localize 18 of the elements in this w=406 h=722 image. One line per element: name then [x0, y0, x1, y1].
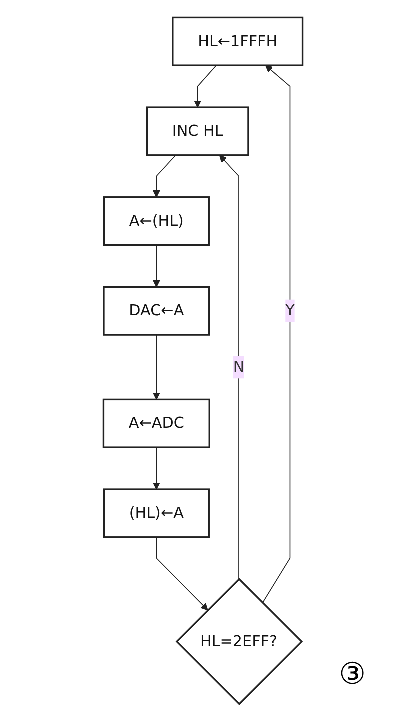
- node-box: (HL)←A: [103, 488, 210, 538]
- edge-label: Y: [285, 302, 295, 320]
- node-box: A←(HL): [103, 196, 210, 246]
- arrow: [156, 537, 208, 611]
- arrow: [219, 155, 240, 580]
- edge-label: N: [233, 358, 244, 376]
- node-diamond: HL=2EFF?: [176, 578, 303, 706]
- node-box: DAC←A: [102, 286, 210, 336]
- arrow: [152, 334, 160, 400]
- figure-number: ③: [339, 657, 366, 692]
- arrow: [152, 155, 176, 198]
- node-box: A←ADC: [102, 398, 210, 448]
- node-box: INC HL: [146, 106, 250, 156]
- arrow: [194, 65, 217, 108]
- node-box: HL←1FFFH: [172, 16, 304, 66]
- arrow: [152, 244, 160, 288]
- arrow: [152, 447, 160, 490]
- arrow: [262, 65, 290, 604]
